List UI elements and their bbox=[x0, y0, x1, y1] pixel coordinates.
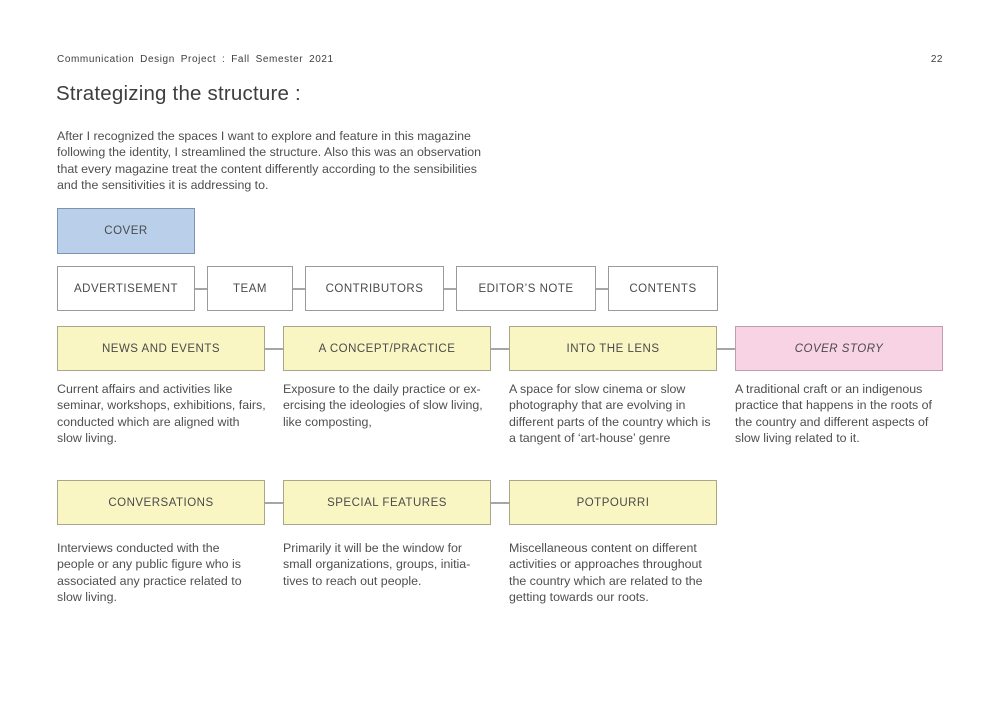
connector-line bbox=[491, 348, 509, 350]
node-advertisement: ADVERTISEMENT bbox=[57, 266, 195, 311]
connector-line bbox=[195, 288, 207, 290]
node-contributors: CONTRIBUTORS bbox=[305, 266, 444, 311]
intro-paragraph: After I recognized the spaces I want to … bbox=[57, 129, 482, 193]
connector-line bbox=[596, 288, 608, 290]
node-into-the-lens: INTO THE LENS bbox=[509, 326, 717, 371]
node-a-concept-practice: A CONCEPT/PRACTICE bbox=[283, 326, 491, 371]
connector-line bbox=[717, 348, 735, 350]
desc-a-concept-practice: Exposure to the daily practice or ex- er… bbox=[283, 382, 483, 429]
desc-into-the-lens: A space for slow cinema or slow photogra… bbox=[509, 382, 711, 445]
page-title: Strategizing the structure : bbox=[56, 82, 301, 105]
node-conversations: CONVERSATIONS bbox=[57, 480, 265, 525]
connector-line bbox=[444, 288, 456, 290]
node-team: TEAM bbox=[207, 266, 293, 311]
desc-potpourri: Miscellaneous content on different activ… bbox=[509, 541, 703, 604]
running-header: Communication Design Project : Fall Seme… bbox=[57, 54, 334, 65]
connector-line bbox=[293, 288, 305, 290]
node-news-and-events: NEWS AND EVENTS bbox=[57, 326, 265, 371]
desc-news-and-events: Current affairs and activities like semi… bbox=[57, 382, 266, 445]
node-special-features: SPECIAL FEATURES bbox=[283, 480, 491, 525]
node-editors-note: EDITOR’S NOTE bbox=[456, 266, 596, 311]
connector-line bbox=[491, 502, 509, 504]
page-number: 22 bbox=[930, 54, 943, 65]
connector-line bbox=[265, 348, 283, 350]
node-cover: COVER bbox=[57, 208, 195, 254]
node-cover-story: COVER STORY bbox=[735, 326, 943, 371]
connector-line bbox=[265, 502, 283, 504]
desc-cover-story: A traditional craft or an indigenous pra… bbox=[735, 382, 932, 445]
desc-special-features: Primarily it will be the window for smal… bbox=[283, 541, 471, 588]
desc-conversations: Interviews conducted with the people or … bbox=[57, 541, 242, 604]
node-potpourri: POTPOURRI bbox=[509, 480, 717, 525]
node-contents: CONTENTS bbox=[608, 266, 718, 311]
